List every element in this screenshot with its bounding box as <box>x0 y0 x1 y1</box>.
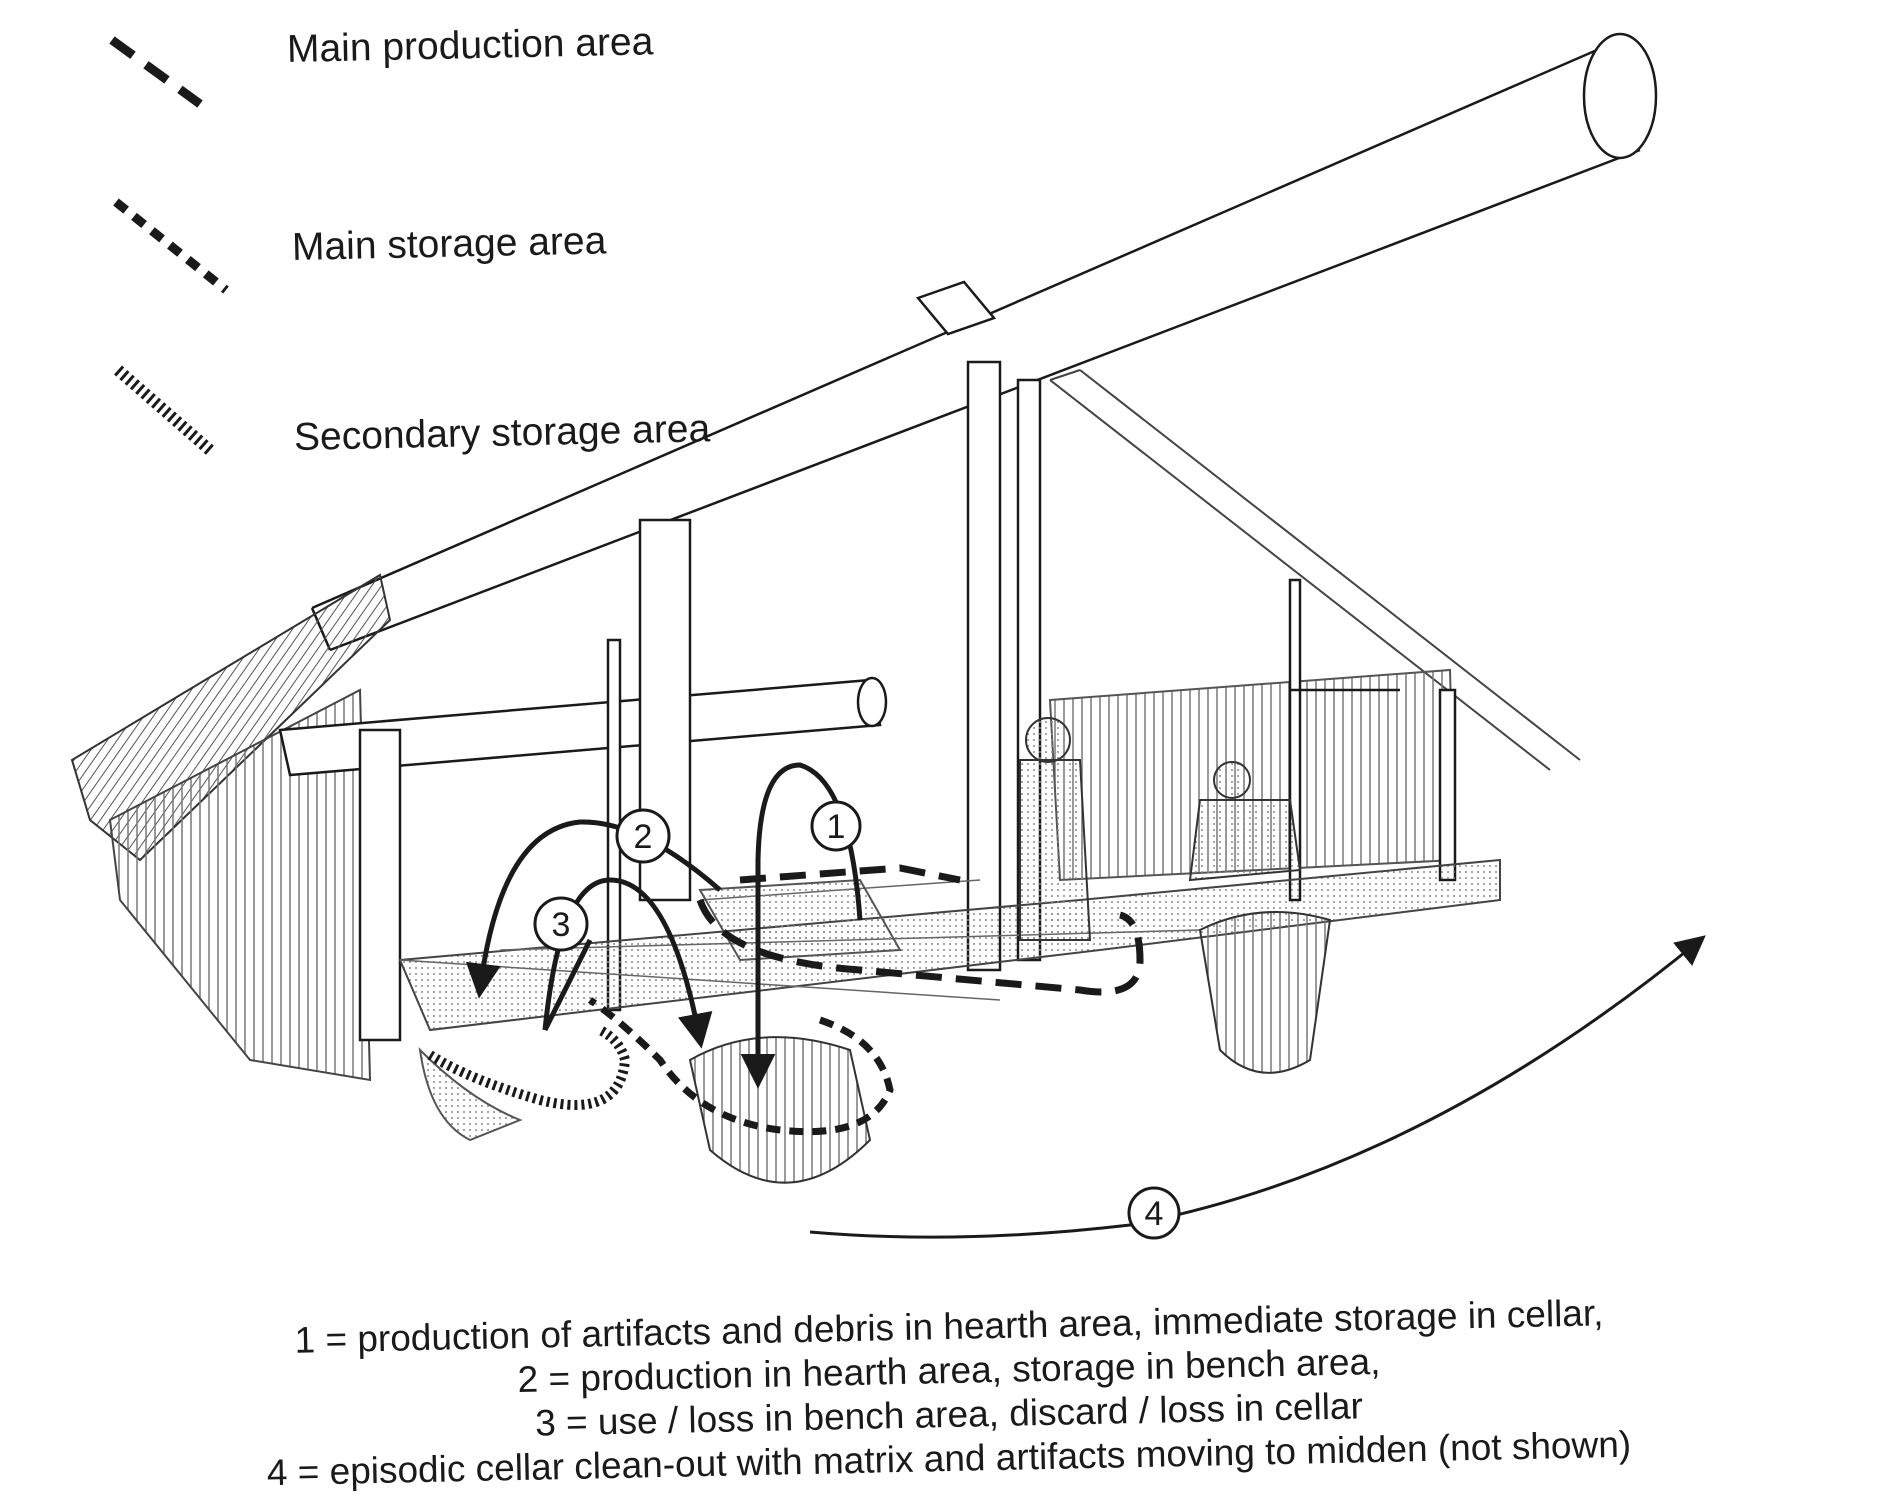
cellar-pit <box>688 1036 872 1184</box>
secondary-storage-outline <box>427 1025 631 1110</box>
arrow-1 <box>740 762 863 1089</box>
marker-2-label: 2 <box>634 818 653 856</box>
secondary-beam <box>278 676 888 777</box>
marker-4-label: 4 <box>1145 1195 1164 1233</box>
legend-swatch-medium-dash <box>113 198 229 294</box>
marker-2: 2 <box>615 808 671 864</box>
legend-swatch-long-dash <box>109 36 203 108</box>
legend-label-secondary: Secondary storage area <box>293 407 711 459</box>
marker-3: 3 <box>533 896 589 952</box>
bench-pit <box>418 1047 523 1142</box>
right-pit <box>1198 911 1332 1074</box>
marker-1: 1 <box>810 800 862 852</box>
posts <box>358 360 1457 1042</box>
marker-3-label: 3 <box>552 906 571 944</box>
arrow-2 <box>465 819 722 999</box>
left-wall <box>108 688 372 1082</box>
arrow-4 <box>809 935 1706 1239</box>
legend-label-storage: Main storage area <box>291 219 607 269</box>
legend-swatch-dotted <box>114 365 216 457</box>
seated-figure <box>1188 761 1302 882</box>
storage-area-outline <box>588 997 894 1136</box>
marker-4: 4 <box>1127 1186 1181 1240</box>
production-area-outline <box>696 864 1144 996</box>
beam-block <box>915 280 997 336</box>
marker-1-label: 1 <box>827 808 846 846</box>
legend-label-production: Main production area <box>286 20 654 71</box>
roof-slope-right <box>1049 369 1581 771</box>
standing-figure <box>1019 717 1092 941</box>
